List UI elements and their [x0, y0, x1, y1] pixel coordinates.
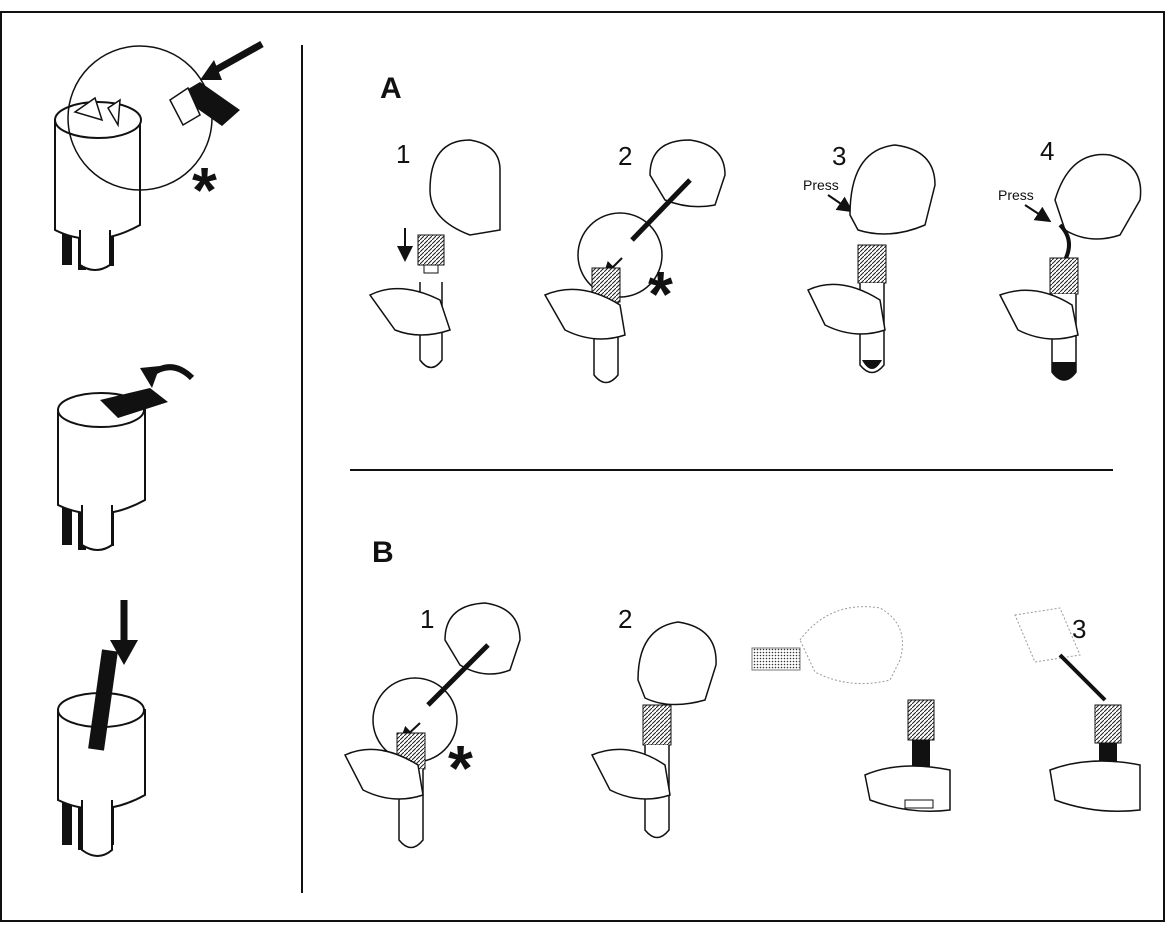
asterisk-mark: * [192, 154, 217, 226]
step-a2-figure [543, 139, 726, 384]
press-label-a4: Press [998, 187, 1034, 203]
step-a3-number: 3 [832, 141, 846, 171]
hand-icon [429, 139, 501, 236]
step-b2-figure [590, 621, 717, 839]
step-b2b-figure [864, 699, 951, 812]
asterisk-a2: * [648, 258, 673, 330]
step-b3-number: 3 [1072, 614, 1086, 644]
arrow-icon [210, 40, 264, 76]
step-b1-number: 1 [420, 604, 434, 634]
section-b-label: B [372, 536, 394, 569]
swab-icon [178, 82, 240, 126]
step-b3-figure [1049, 653, 1141, 812]
press-label-a3: Press [803, 177, 839, 193]
device-bottom [57, 649, 146, 857]
ghost-pipette [1014, 607, 1081, 663]
step-b1-figure [343, 602, 521, 849]
section-a-label: A [380, 72, 402, 105]
device-top [54, 96, 142, 271]
step-b2-number: 2 [618, 604, 632, 634]
step-a3-figure [806, 144, 936, 374]
step-a4-number: 4 [1040, 136, 1054, 166]
cap-icon [907, 699, 935, 741]
asterisk-b1: * [448, 732, 473, 804]
device-middle [57, 388, 168, 551]
step-a1-figure [368, 139, 501, 369]
step-a4-figure [998, 153, 1142, 381]
outer-border [0, 11, 1165, 922]
step-a2-number: 2 [618, 141, 632, 171]
step-a1-number: 1 [396, 139, 410, 169]
ghost-hand [751, 606, 903, 685]
